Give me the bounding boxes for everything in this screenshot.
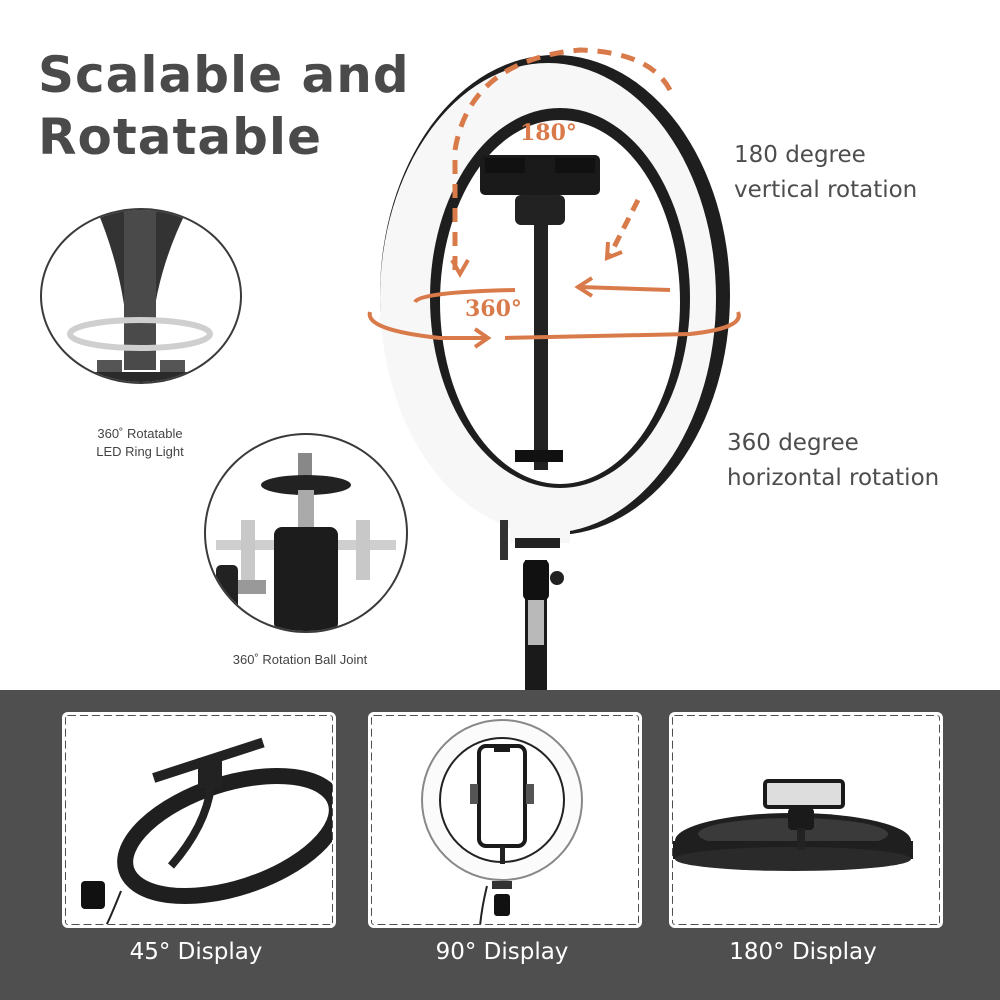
display-card-180 [669,712,943,928]
headline-line2: Rotatable [38,108,322,166]
svg-text:180°: 180° [520,120,577,146]
ball-joint-icon [216,453,396,631]
ring-45-icon [81,737,332,924]
display-card-90 [368,712,642,928]
detail-caption-ring: 360˚ Rotatable LED Ring Light [96,426,184,459]
display-card-45 [62,712,336,928]
ring-light-icon: 180° 360° [367,47,741,690]
horizontal-rotation-label: 360 degree horizontal rotation [727,430,940,491]
display-label-90: 90° Display [435,939,569,965]
detail-circle-ball-joint [204,433,408,633]
ring-180-icon [673,779,913,871]
svg-text:360°: 360° [465,296,522,322]
detail-caption-ball-joint: 360˚ Rotation Ball Joint [232,652,368,667]
display-label-45: 45° Display [129,939,263,965]
headline-line1: Scalable and [38,46,410,104]
detail-circle-ring-base [40,208,242,384]
vertical-rotation-label: 180 degree vertical rotation [734,142,918,203]
ring-base-icon [42,210,240,382]
ring-light-illustration: 180° 360° [360,20,760,690]
ring-90-icon [421,719,583,924]
headline: Scalable and Rotatable [38,44,410,168]
display-label-180: 180° Display [729,939,877,965]
